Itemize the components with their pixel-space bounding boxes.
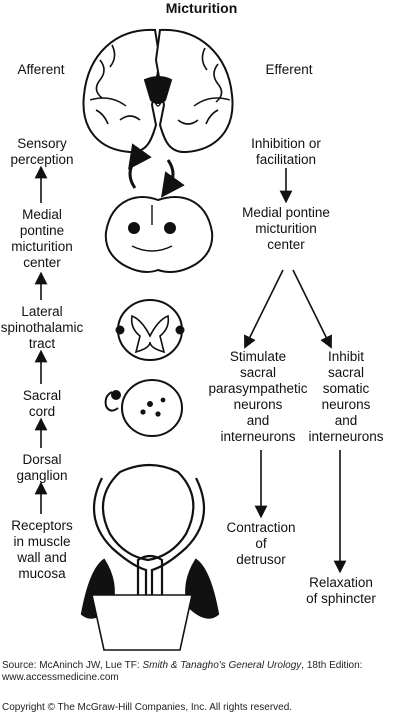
copyright-notice: Copyright © The McGraw-Hill Companies, I… [2, 702, 293, 713]
afferent-pontine-center: Medial pontine micturition center [11, 207, 73, 270]
descending-curved-arrow [128, 143, 152, 189]
ascending-curved-arrow [161, 159, 185, 198]
spinal-cord-section [115, 299, 185, 361]
efferent-contraction-detrusor: Contraction of detrusor [226, 520, 296, 567]
afferent-receptors: Receptors in muscle wall and mucosa [11, 518, 73, 581]
efferent-pontine-center: Medial pontine micturition center [242, 205, 330, 252]
diagram-title: Micturition [165, 0, 238, 16]
source-url[interactable]: www.accessmedicine.com [2, 672, 119, 683]
afferent-sensory-perception: Sensory perception [10, 136, 74, 167]
afferent-sacral-cord: Sacral cord [22, 388, 62, 419]
afferent-spinothalamic-tract: Lateral spinothalamic tract [0, 304, 84, 351]
micturition-diagram-art [34, 28, 347, 651]
sacral-cord-section [104, 379, 183, 437]
efferent-inhibit-somatic: Inhibit sacral somatic neurons and inter… [308, 349, 384, 444]
afferent-heading: Afferent [17, 62, 65, 77]
pons-illustration [104, 196, 214, 273]
brain-illustration [82, 28, 234, 154]
source-citation: Source: McAninch JW, Lue TF: Smith & Tan… [2, 660, 363, 683]
efferent-arrows [244, 168, 347, 574]
bladder-illustration [80, 463, 220, 651]
efferent-stimulate-parasympathetic: Stimulate sacral parasympathetic neurons… [208, 349, 308, 444]
efferent-relaxation-sphincter: Relaxation of sphincter [306, 575, 376, 606]
efferent-inhibition-facilitation: Inhibition or facilitation [251, 136, 321, 167]
afferent-dorsal-ganglion: Dorsal ganglion [16, 452, 68, 483]
efferent-heading: Efferent [265, 62, 313, 77]
